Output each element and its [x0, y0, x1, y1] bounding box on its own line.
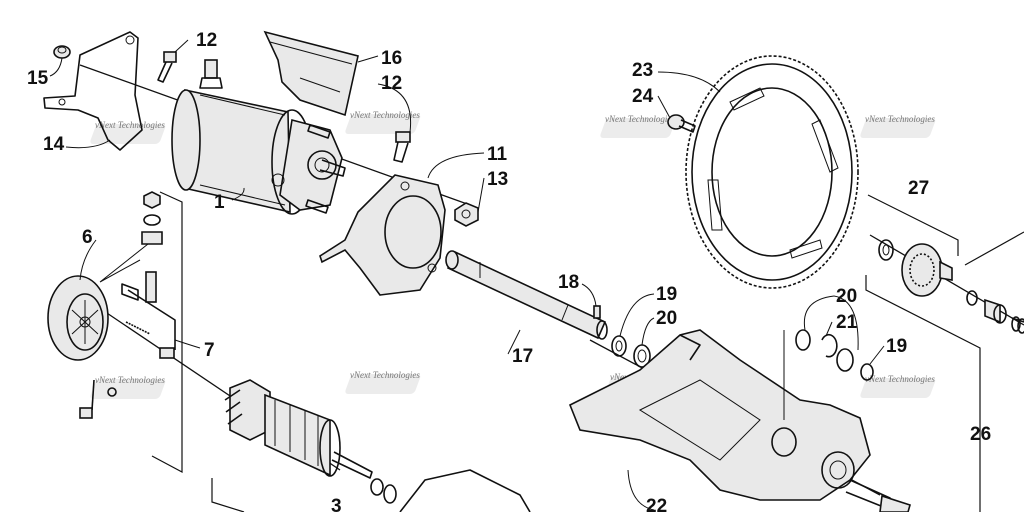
callout-1: 1: [214, 192, 225, 213]
drive-pinion-part-27: [878, 239, 953, 297]
washers-part-3: [370, 478, 397, 504]
callout-12-right: 12: [381, 73, 402, 94]
mounting-bracket-part-14: [43, 31, 143, 151]
callout-20-left: 20: [656, 308, 677, 329]
leader-lines: [49, 39, 885, 511]
callout-3: 3: [331, 496, 342, 512]
callout-12-upper: 12: [196, 30, 217, 51]
screw-part-12-right: [393, 131, 411, 163]
watermark-6: vNext Technologies: [350, 370, 420, 380]
screw-part-12-upper: [157, 51, 177, 83]
watermark-8: vNext Technologies: [865, 374, 935, 384]
washers-right-cluster: [795, 329, 874, 381]
callout-19-right: 19: [886, 336, 907, 357]
group-brackets: [151, 191, 1024, 512]
watermark-2: vNext Technologies: [350, 110, 420, 120]
flange-plate-part-11: [319, 174, 446, 296]
nut-part-13: [454, 202, 479, 227]
clutch-components-part-26: [966, 290, 1024, 334]
callout-24: 24: [632, 86, 654, 107]
callout-13: 13: [487, 169, 508, 190]
callout-19-left: 19: [656, 284, 677, 305]
callout-20-right: 20: [836, 286, 857, 307]
callout-14: 14: [43, 134, 65, 155]
drive-shaft-part-17: [445, 250, 608, 340]
brush-holder-part-6: [47, 275, 109, 361]
motor-housing-bottom: [399, 469, 531, 512]
callout-16: 16: [381, 48, 402, 69]
heat-shield-part-16: [263, 30, 359, 117]
housing-bracket-part-22: [568, 329, 911, 512]
callout-7: 7: [204, 340, 215, 361]
callout-17: 17: [512, 346, 533, 367]
callout-22: 22: [646, 496, 667, 512]
bolt-part-24: [667, 114, 696, 133]
callout-labels: 12 16 12 15 14 1 11 13 6 7 18 17 19 20 2…: [27, 30, 991, 512]
nut-part-15: [53, 45, 71, 59]
armature: [224, 379, 373, 479]
callout-15: 15: [27, 68, 49, 89]
watermark-1: vNext Technologies: [95, 120, 165, 130]
starter-motor-part-1: [171, 59, 346, 215]
callout-27: 27: [908, 178, 929, 199]
callout-21: 21: [836, 312, 858, 333]
nut-washer-stack: [141, 191, 163, 245]
watermark-3: vNext Technologies: [605, 114, 675, 124]
pin-part-18: [593, 305, 601, 319]
watermark-5: vNext Technologies: [95, 375, 165, 385]
callout-11: 11: [487, 144, 508, 165]
callout-6: 6: [82, 227, 93, 248]
watermark-4: vNext Technologies: [865, 114, 935, 124]
callout-26: 26: [970, 424, 991, 445]
callout-23: 23: [632, 60, 653, 81]
ring-gear-part-23: [685, 55, 859, 289]
callout-18: 18: [558, 272, 579, 293]
